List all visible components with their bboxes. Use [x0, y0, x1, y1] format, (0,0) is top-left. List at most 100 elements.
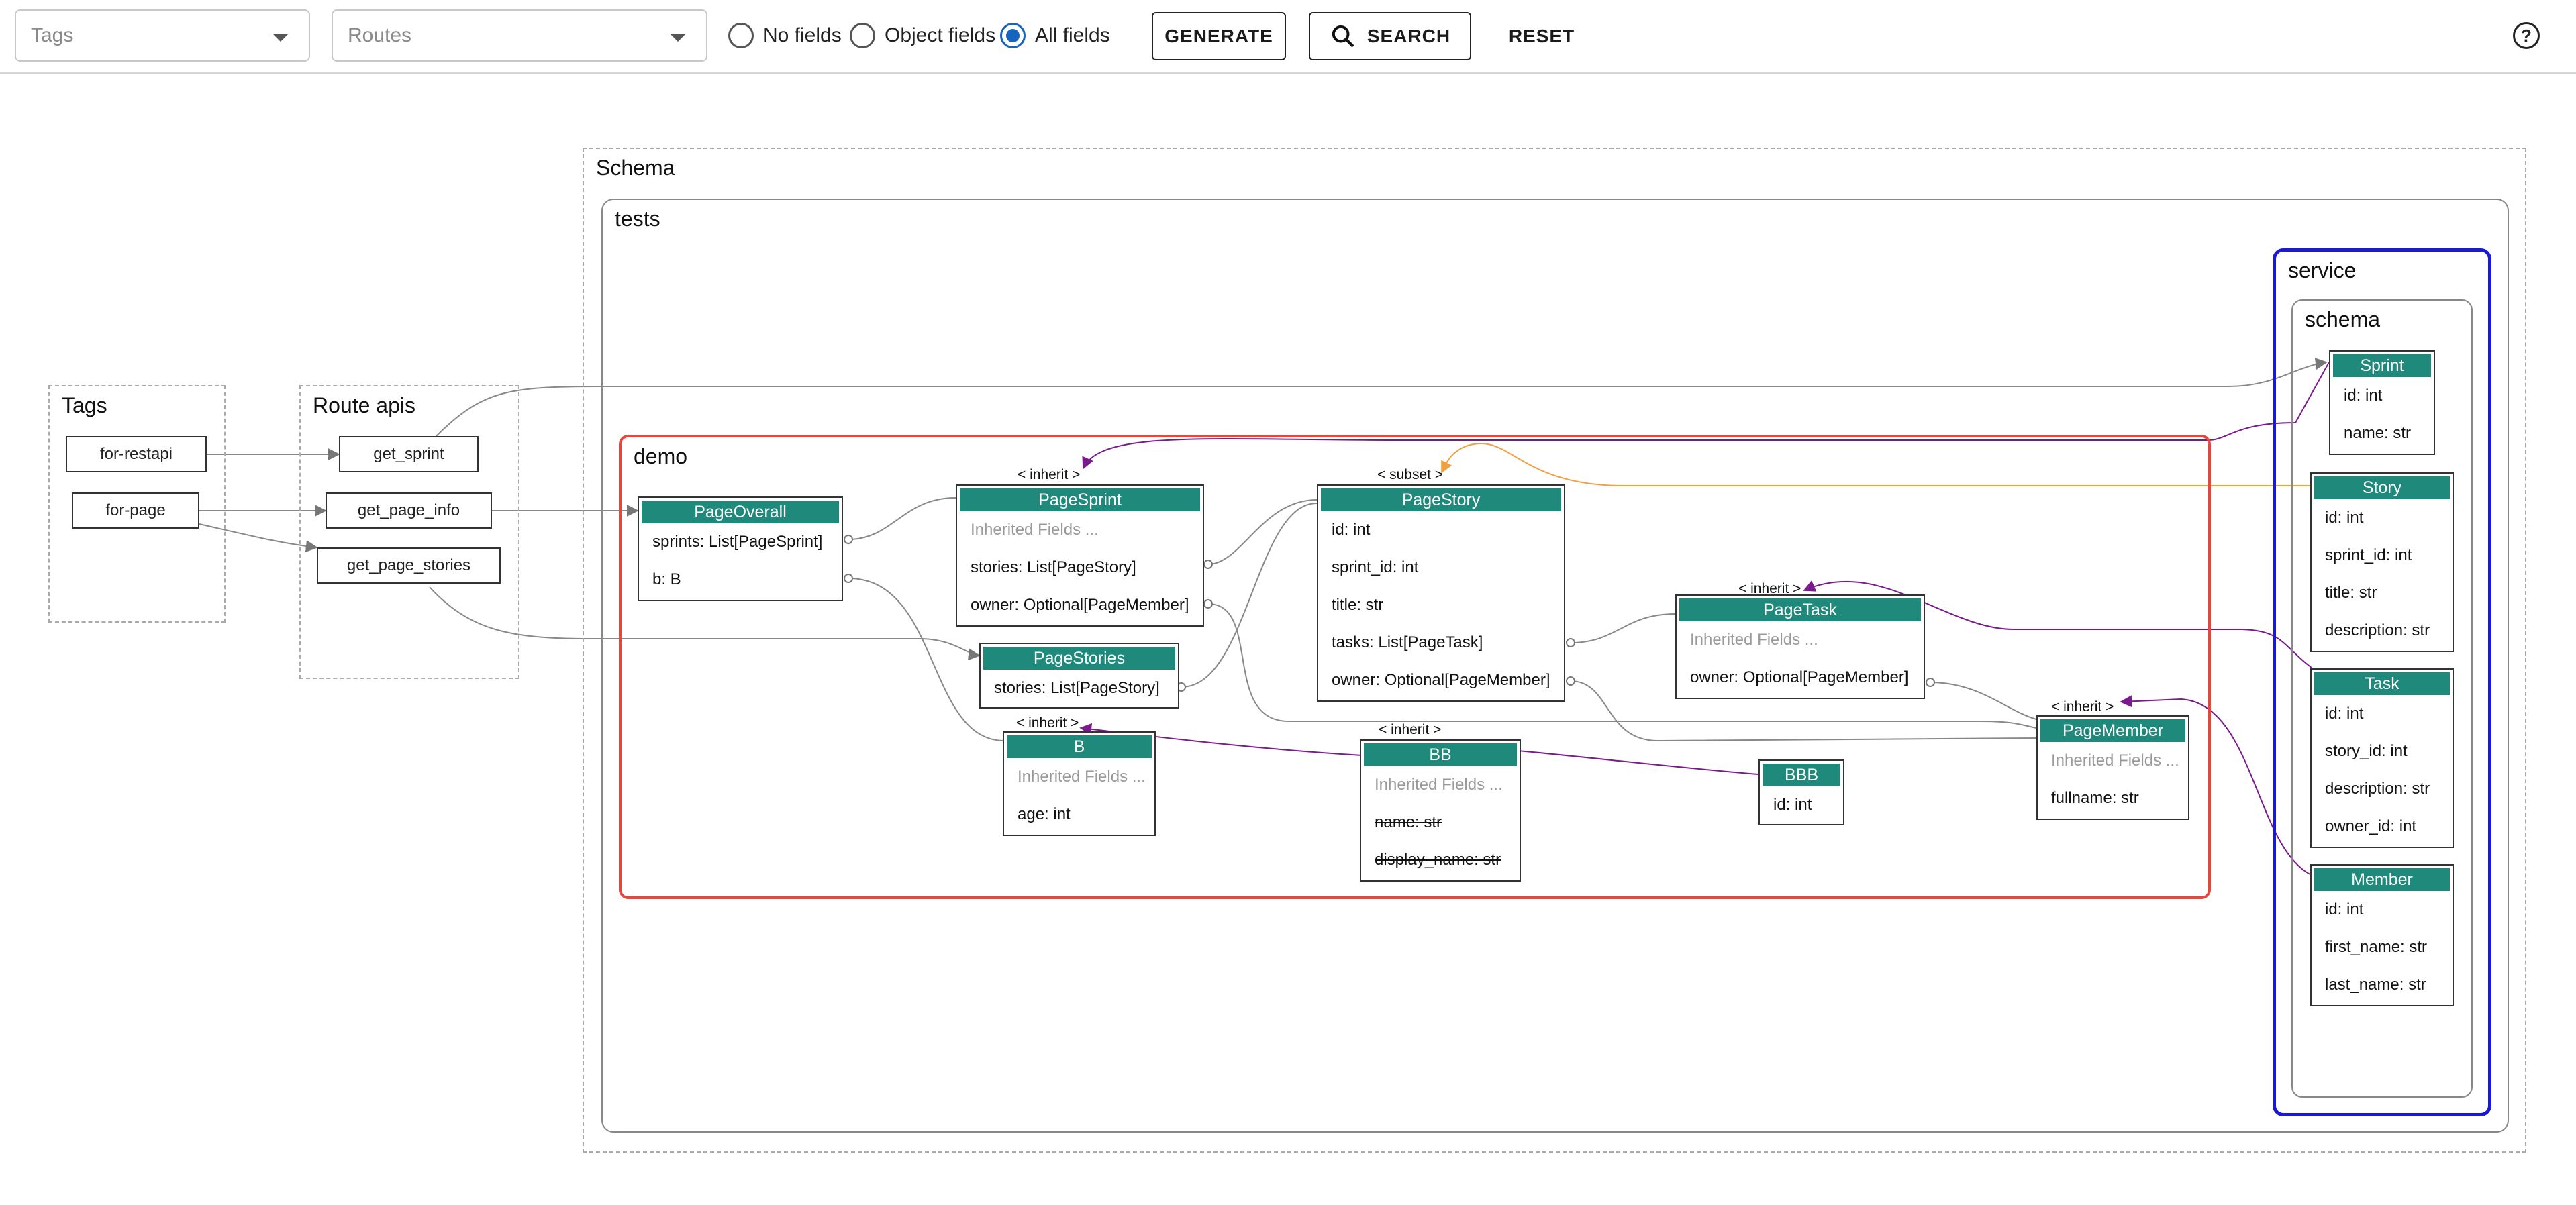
- edge-label-inherit: < inherit >: [1738, 581, 1801, 596]
- node-title: PageTask: [1679, 598, 1921, 621]
- edge-label-subset: < subset >: [1377, 467, 1444, 482]
- node-field: sprint_id: int: [1332, 558, 1419, 576]
- node-bbb[interactable]: BBB id: int: [1758, 759, 1844, 825]
- tests-cluster: tests: [601, 199, 2509, 1133]
- node-bb[interactable]: BB Inherited Fields ... name: str displa…: [1360, 739, 1521, 882]
- node-field: id: int: [2344, 386, 2383, 405]
- node-field: last_name: str: [2325, 976, 2426, 994]
- node-title: PageStories: [983, 647, 1175, 670]
- graph-canvas[interactable]: Tags for-restapi for-page Route apis get…: [0, 74, 2576, 1205]
- edge-pagestory-pagetask: [1570, 613, 1676, 643]
- route-apis-cluster: Route apis: [299, 385, 519, 679]
- edge-pagestory-pagemember: [1570, 680, 2037, 742]
- node-field: age: int: [1018, 805, 1071, 823]
- node-field: tasks: List[PageTask]: [1332, 633, 1483, 651]
- demo-cluster-title: demo: [634, 444, 688, 468]
- search-button[interactable]: SEARCH: [1309, 12, 1471, 60]
- schema-cluster: Schema: [583, 148, 2526, 1153]
- node-field: Inherited Fields ...: [1375, 776, 1503, 794]
- edge-get_page_stories-pagestories: [429, 586, 981, 661]
- edge-pagesprint-pagestory: [1207, 499, 1318, 565]
- schema-cluster-title: Schema: [596, 156, 675, 180]
- node-field: stories: List[PageStory]: [971, 558, 1136, 576]
- node-pagestory[interactable]: PageStory id: int sprint_id: int title: …: [1317, 484, 1565, 702]
- radio-circle-icon[interactable]: [728, 23, 754, 48]
- route-node-get-sprint[interactable]: get_sprint: [339, 436, 479, 472]
- edge-inherit-b: [1079, 723, 1363, 756]
- node-field: owner_id: int: [2325, 817, 2417, 835]
- node-field: Inherited Fields ...: [1690, 631, 1818, 649]
- help-icon[interactable]: ?: [2513, 22, 2540, 49]
- radio-no-fields-label: No fields: [763, 24, 842, 46]
- node-task[interactable]: Task id: int story_id: int description: …: [2310, 668, 2454, 848]
- tag-node-for-restapi[interactable]: for-restapi: [66, 436, 207, 472]
- node-pagetask[interactable]: PageTask Inherited Fields ... owner: Opt…: [1675, 594, 1925, 699]
- node-field: id: int: [2325, 509, 2364, 527]
- edge-pagesprint-pagemember: [1207, 603, 2037, 729]
- node-title: Task: [2314, 672, 2450, 695]
- radio-object-fields[interactable]: Object fields: [850, 20, 995, 51]
- node-title: PageMember: [2040, 719, 2185, 742]
- node-field: name: str: [1375, 813, 1442, 831]
- tag-node-for-page[interactable]: for-page: [72, 492, 199, 529]
- node-pagestories[interactable]: PageStories stories: List[PageStory]: [979, 643, 1179, 709]
- routes-select[interactable]: Routes: [332, 9, 707, 62]
- node-pageoverall[interactable]: PageOverall sprints: List[PageSprint] b:…: [638, 496, 843, 601]
- node-pagesprint[interactable]: PageSprint Inherited Fields ... stories:…: [956, 484, 1204, 627]
- toolbar: Tags Routes No fields Object fields All …: [0, 0, 2576, 74]
- edge-label-inherit: < inherit >: [1016, 715, 1079, 731]
- edges-layer: [199, 358, 2330, 877]
- radio-no-fields[interactable]: No fields: [728, 20, 842, 51]
- tags-select-placeholder: Tags: [31, 24, 74, 46]
- node-title: PageOverall: [642, 501, 839, 523]
- edge-pageoverall-b: [848, 578, 1003, 741]
- chevron-down-icon: [273, 34, 289, 42]
- node-member[interactable]: Member id: int first_name: str last_name…: [2310, 864, 2454, 1006]
- tags-cluster-title: Tags: [62, 393, 107, 417]
- route-node-get-page-stories[interactable]: get_page_stories: [317, 547, 501, 584]
- route-node-get-page-info[interactable]: get_page_info: [326, 492, 492, 529]
- node-pagemember[interactable]: PageMember Inherited Fields ... fullname…: [2036, 715, 2189, 820]
- tags-select[interactable]: Tags: [15, 9, 310, 62]
- node-field: Inherited Fields ...: [1018, 768, 1146, 786]
- node-title: Sprint: [2333, 354, 2431, 377]
- node-field: b: B: [652, 570, 681, 588]
- service-cluster-title: service: [2288, 258, 2357, 282]
- tests-cluster-title: tests: [615, 207, 660, 231]
- node-field: description: str: [2325, 780, 2430, 798]
- node-sprint[interactable]: Sprint id: int name: str: [2329, 350, 2435, 455]
- node-title: BB: [1364, 743, 1517, 766]
- radio-circle-icon[interactable]: [850, 23, 875, 48]
- edge-label-inherit: < inherit >: [2051, 699, 2114, 715]
- chevron-down-icon: [670, 34, 686, 42]
- routes-select-placeholder: Routes: [348, 24, 412, 46]
- node-field: owner: Optional[PageMember]: [971, 596, 1189, 614]
- node-field: story_id: int: [2325, 742, 2408, 760]
- node-title: B: [1007, 735, 1152, 758]
- node-field: stories: List[PageStory]: [994, 679, 1160, 697]
- node-title: PageSprint: [960, 488, 1200, 511]
- node-field: sprint_id: int: [2325, 546, 2412, 564]
- edge-for-page-get_page_stories: [199, 523, 318, 553]
- node-b[interactable]: B Inherited Fields ... age: int: [1003, 731, 1156, 836]
- edge-inherit-pagesprint-2: [1082, 437, 2208, 470]
- radio-selected-icon[interactable]: [1000, 23, 1026, 48]
- node-field: fullname: str: [2051, 789, 2139, 807]
- demo-cluster: demo: [619, 435, 2211, 899]
- tags-cluster: Tags: [48, 385, 226, 623]
- node-field: Inherited Fields ...: [2051, 751, 2179, 770]
- node-field: name: str: [2344, 424, 2412, 442]
- reset-button[interactable]: RESET: [1508, 25, 1575, 46]
- node-story[interactable]: Story id: int sprint_id: int title: str …: [2310, 472, 2454, 652]
- node-field: owner: Optional[PageMember]: [1332, 671, 1550, 689]
- node-field: id: int: [1773, 796, 1812, 814]
- node-title: Story: [2314, 476, 2450, 499]
- node-field: title: str: [1332, 596, 1384, 614]
- radio-all-fields[interactable]: All fields: [1000, 20, 1110, 51]
- node-field: Inherited Fields ...: [971, 521, 1099, 539]
- radio-all-fields-label: All fields: [1035, 24, 1110, 46]
- radio-object-fields-label: Object fields: [885, 24, 996, 46]
- edge-pagestories-pagestory: [1181, 503, 1318, 688]
- generate-button[interactable]: GENERATE: [1152, 12, 1286, 60]
- edge-get_sprint-sprint: [436, 358, 2328, 437]
